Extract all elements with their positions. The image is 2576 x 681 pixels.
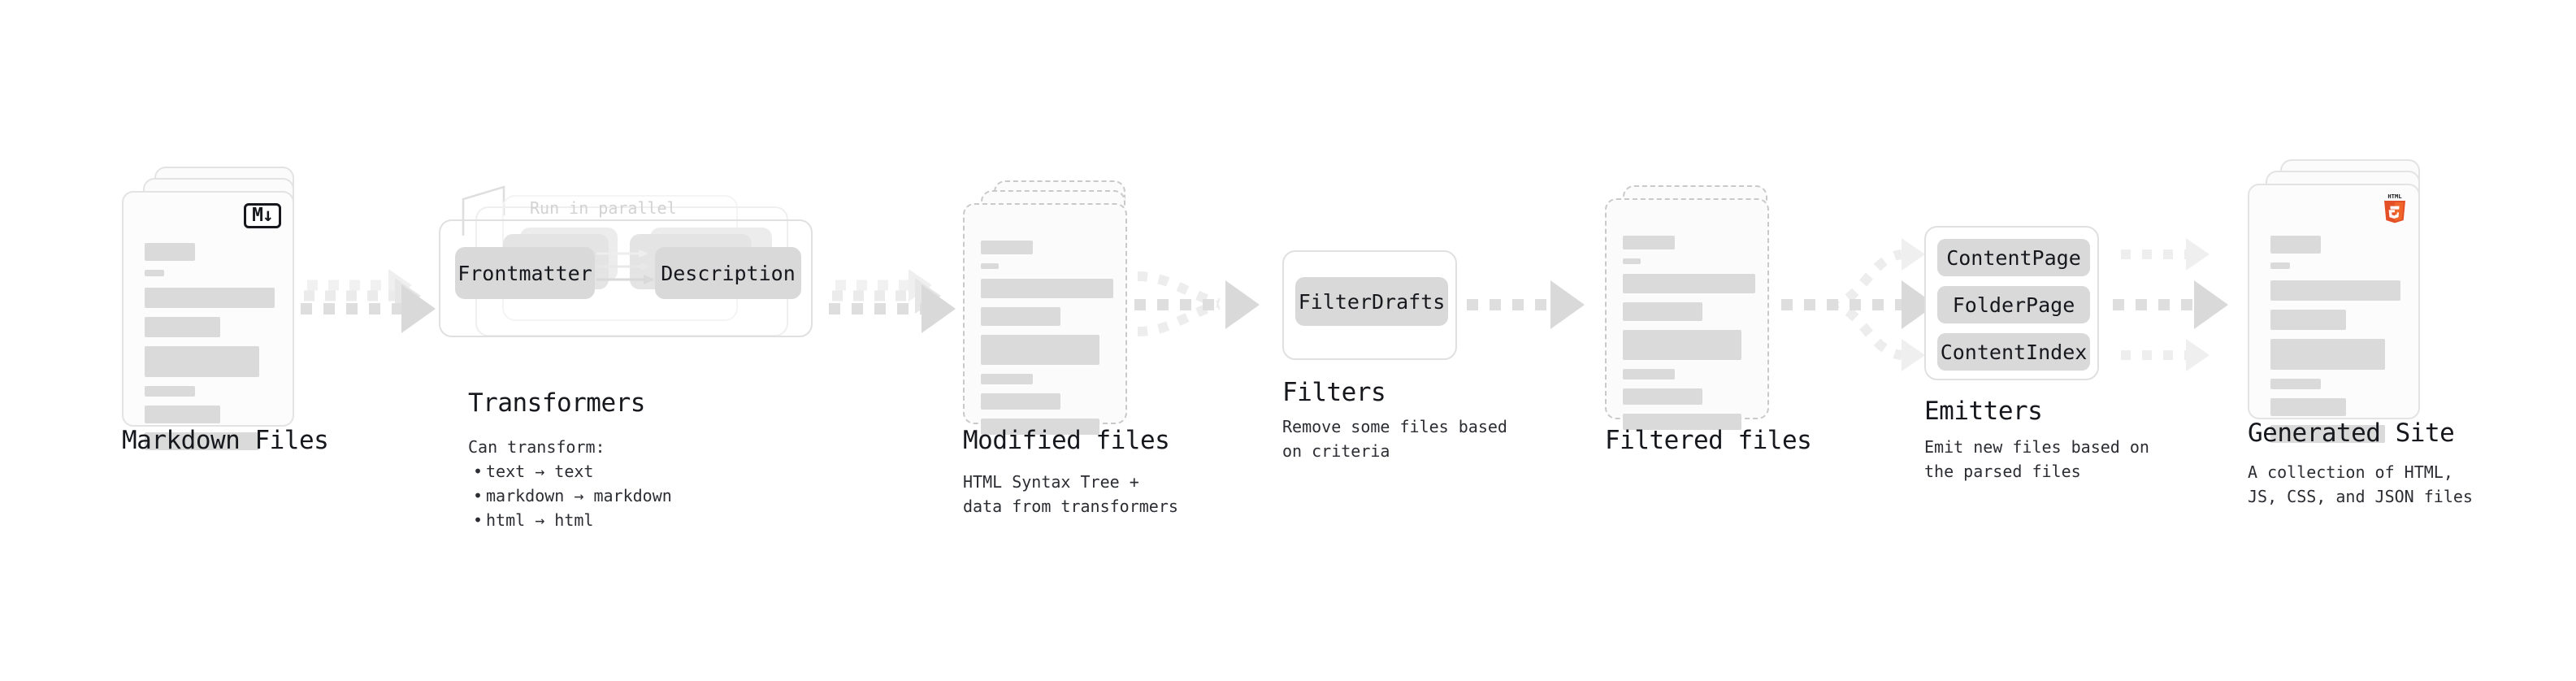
sk-bar: [1623, 258, 1641, 264]
sk-bar: [2270, 262, 2290, 269]
sk-bar: [2270, 236, 2321, 254]
sk-bar: [1623, 236, 1675, 249]
sk-bar: [1623, 330, 1741, 360]
chip-label: ContentPage: [1946, 245, 2081, 270]
modified-skeleton: [981, 241, 1113, 444]
stage-subtitle-generated-site: A collection of HTML, JS, CSS, and JSON …: [2248, 462, 2473, 506]
stage-title-markdown-files: Markdown Files: [122, 426, 329, 455]
sk-bar: [981, 263, 999, 269]
filtered-card-front: [1605, 198, 1769, 430]
sk-bar: [2270, 339, 2385, 370]
sk-bar: [1623, 274, 1755, 293]
markdown-icon-glyph: M↓: [252, 205, 274, 226]
markdown-icon: M↓: [244, 203, 281, 228]
sk-bar: [1623, 388, 1702, 405]
filter-chip-filterdrafts[interactable]: FilterDrafts: [1295, 277, 1448, 326]
stage-subtitle-modified-files: HTML Syntax Tree + data from transformer…: [963, 472, 1178, 516]
emitter-chip-contentindex[interactable]: ContentIndex: [1937, 333, 2090, 371]
markdown-card-front: M↓: [122, 191, 294, 450]
stage-title-generated-site: Generated Site: [2248, 419, 2455, 448]
stage-title-transformers: Transformers: [468, 388, 645, 418]
stage-title-filters: Filters: [1282, 378, 1386, 407]
sk-bar: [981, 419, 1099, 435]
site-card-front-html: HTML: [2248, 184, 2420, 443]
sk-bar: [145, 406, 220, 423]
filtered-skeleton: [1623, 236, 1755, 439]
transform-item: html → html: [473, 508, 672, 532]
sk-bar: [2270, 379, 2321, 389]
arrow-transformers-to-modified: [829, 269, 956, 333]
transform-item: markdown → markdown: [473, 484, 672, 508]
stage-subtitle-emitters: Emit new files based on the parsed files: [1924, 437, 2149, 481]
emitter-chip-contentpage[interactable]: ContentPage: [1937, 239, 2090, 276]
arrow-filters-to-filtered: [1467, 280, 1585, 329]
sk-bar: [981, 279, 1113, 298]
html5-icon: HTML: [2384, 193, 2405, 223]
markdown-skeleton: [145, 243, 275, 459]
filters-box: FilterDrafts: [1282, 250, 1457, 360]
transform-item: text → text: [473, 459, 672, 484]
site-skeleton: [2270, 236, 2400, 452]
annotation-run-in-parallel: Run in parallel: [530, 198, 677, 218]
sk-bar: [145, 243, 195, 261]
sk-bar: [2270, 310, 2346, 330]
sk-bar: [981, 335, 1099, 365]
arrow-filtered-to-emitters: [1781, 238, 1936, 371]
sk-bar: [2270, 280, 2400, 301]
html5-icon-wordmark: HTML: [2387, 193, 2402, 200]
arrow-emitters-to-site: [2113, 238, 2228, 371]
transformers-box-front: Frontmatter Description: [439, 219, 813, 337]
sk-bar: [1623, 302, 1702, 321]
stage-title-emitters: Emitters: [1924, 397, 2043, 426]
stage-title-modified-files: Modified files: [963, 426, 1170, 455]
chip-label: FilterDrafts: [1298, 289, 1446, 314]
emitters-box: ContentPage FolderPage ContentIndex: [1924, 226, 2099, 380]
sk-bar: [145, 386, 195, 397]
sk-bar: [1623, 414, 1741, 430]
chip-label: Description: [661, 261, 796, 285]
sk-bar: [145, 317, 220, 337]
transform-lead: Can transform:: [468, 437, 605, 457]
chip-label: ContentIndex: [1940, 340, 2088, 364]
transformer-chip-description[interactable]: Description: [655, 247, 801, 299]
sk-bar: [145, 270, 164, 276]
sk-bar: [145, 288, 275, 308]
chip-label: Frontmatter: [458, 261, 592, 285]
sk-bar: [981, 307, 1060, 326]
sk-bar: [2270, 398, 2346, 416]
sk-bar: [981, 374, 1033, 384]
modified-card-front: [963, 203, 1127, 435]
arrow-markdown-to-transformers: [301, 269, 436, 333]
emitter-chip-folderpage[interactable]: FolderPage: [1937, 286, 2090, 323]
sk-bar: [145, 346, 259, 377]
sk-bar: [2270, 425, 2385, 443]
transformer-internal-arrows: [596, 249, 655, 284]
stage-subtitle-filters: Remove some files based on criteria: [1282, 417, 1507, 461]
chip-label: FolderPage: [1952, 293, 2075, 317]
sk-bar: [981, 241, 1033, 254]
stage-title-filtered-files: Filtered files: [1605, 426, 1812, 455]
sk-bar: [1623, 369, 1675, 380]
transformer-chip-frontmatter[interactable]: Frontmatter: [455, 247, 595, 299]
sk-bar: [145, 432, 259, 450]
stage-subtitle-transformers: Can transform: text → text markdown → ma…: [468, 435, 672, 532]
sk-bar: [981, 393, 1060, 410]
arrow-modified-to-filters: [1134, 271, 1260, 336]
